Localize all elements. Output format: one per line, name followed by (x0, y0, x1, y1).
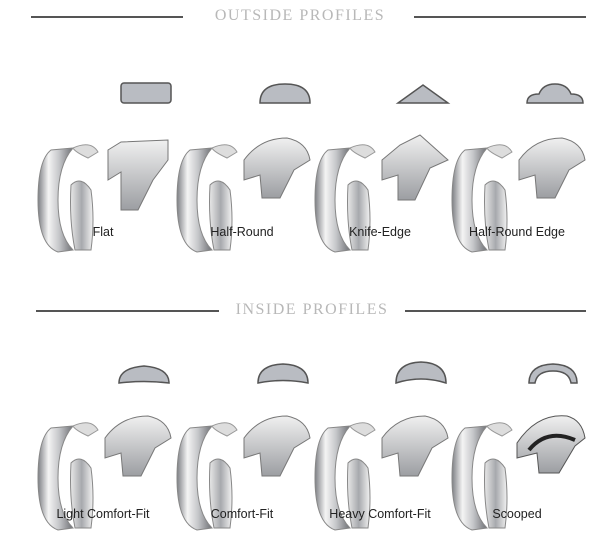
ring-illustration (37, 139, 169, 253)
profile-item-scooped: Scooped (447, 358, 587, 533)
profile-item-knife-edge: Knife-Edge (310, 80, 451, 255)
profile-label: Light Comfort-Fit (56, 507, 150, 521)
profile-label: Flat (92, 225, 114, 239)
profile-cross-section-icon (395, 84, 451, 104)
divider (36, 310, 219, 312)
divider (414, 16, 586, 18)
profile-cross-section-icon (395, 361, 447, 385)
profile-item-flat: Flat (33, 80, 173, 255)
ring-illustration (176, 137, 311, 253)
ring-illustration (314, 415, 449, 531)
outside-profiles-header: OUTSIDE PROFILES (0, 7, 600, 27)
profile-label: Half-Round (210, 225, 274, 239)
profile-item-heavy-comfort: Heavy Comfort-Fit (310, 358, 450, 533)
divider (31, 16, 183, 18)
profile-item-light-comfort: Light Comfort-Fit (33, 358, 173, 533)
profile-label: Knife-Edge (349, 225, 411, 239)
profile-item-half-round: Half-Round (172, 80, 312, 255)
profile-cross-section-icon (257, 363, 309, 384)
profile-cross-section-icon (259, 83, 311, 104)
profile-cross-section-icon (120, 82, 172, 104)
ring-illustration (176, 415, 311, 531)
profile-label: Comfort-Fit (210, 507, 274, 521)
profile-cross-section-icon (528, 363, 578, 384)
profile-item-half-round-edge: Half-Round Edge (447, 80, 587, 255)
section-title: OUTSIDE PROFILES (214, 7, 386, 24)
ring-illustration (314, 134, 449, 253)
ring-illustration (451, 137, 586, 253)
profile-item-comfort: Comfort-Fit (172, 358, 312, 533)
profile-cross-section-icon (526, 83, 584, 104)
ring-illustration (451, 415, 586, 531)
profile-cross-section-icon (118, 365, 170, 384)
profile-label: Heavy Comfort-Fit (329, 507, 431, 521)
inside-profiles-header: INSIDE PROFILES (0, 301, 600, 321)
divider (405, 310, 586, 312)
section-title: INSIDE PROFILES (235, 301, 389, 318)
profile-label: Scooped (492, 507, 542, 521)
ring-illustration (37, 415, 172, 531)
profile-label: Half-Round Edge (469, 225, 565, 239)
